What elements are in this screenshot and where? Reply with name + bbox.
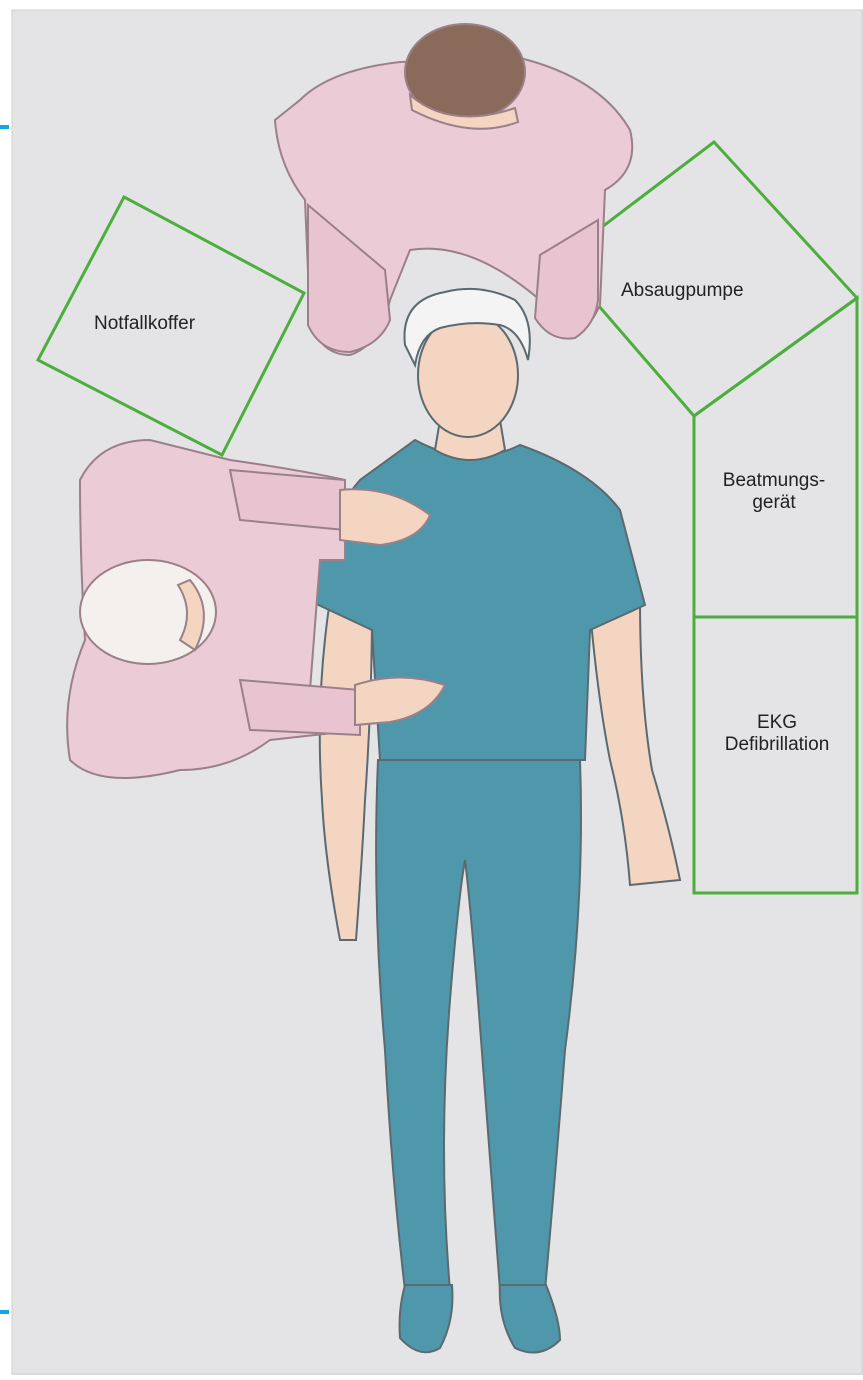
label-beatmungsgeraet-line2: gerät: [704, 492, 844, 514]
edge-marker-bottom: [0, 1310, 9, 1314]
label-notfallkoffer: Notfallkoffer: [94, 313, 195, 335]
label-ekg-defibrillation: EKG Defibrillation: [702, 712, 852, 756]
label-ekg-line2: Defibrillation: [702, 734, 852, 756]
helper-left-upper-arm: [230, 470, 345, 530]
label-absaugpumpe: Absaugpumpe: [621, 280, 744, 302]
label-ekg-line1: EKG: [702, 712, 852, 734]
helper-left-lower-arm: [240, 680, 360, 735]
label-beatmungsgeraet: Beatmungs- gerät: [704, 470, 844, 514]
edge-marker-top: [0, 125, 9, 129]
label-beatmungsgeraet-line1: Beatmungs-: [704, 470, 844, 492]
